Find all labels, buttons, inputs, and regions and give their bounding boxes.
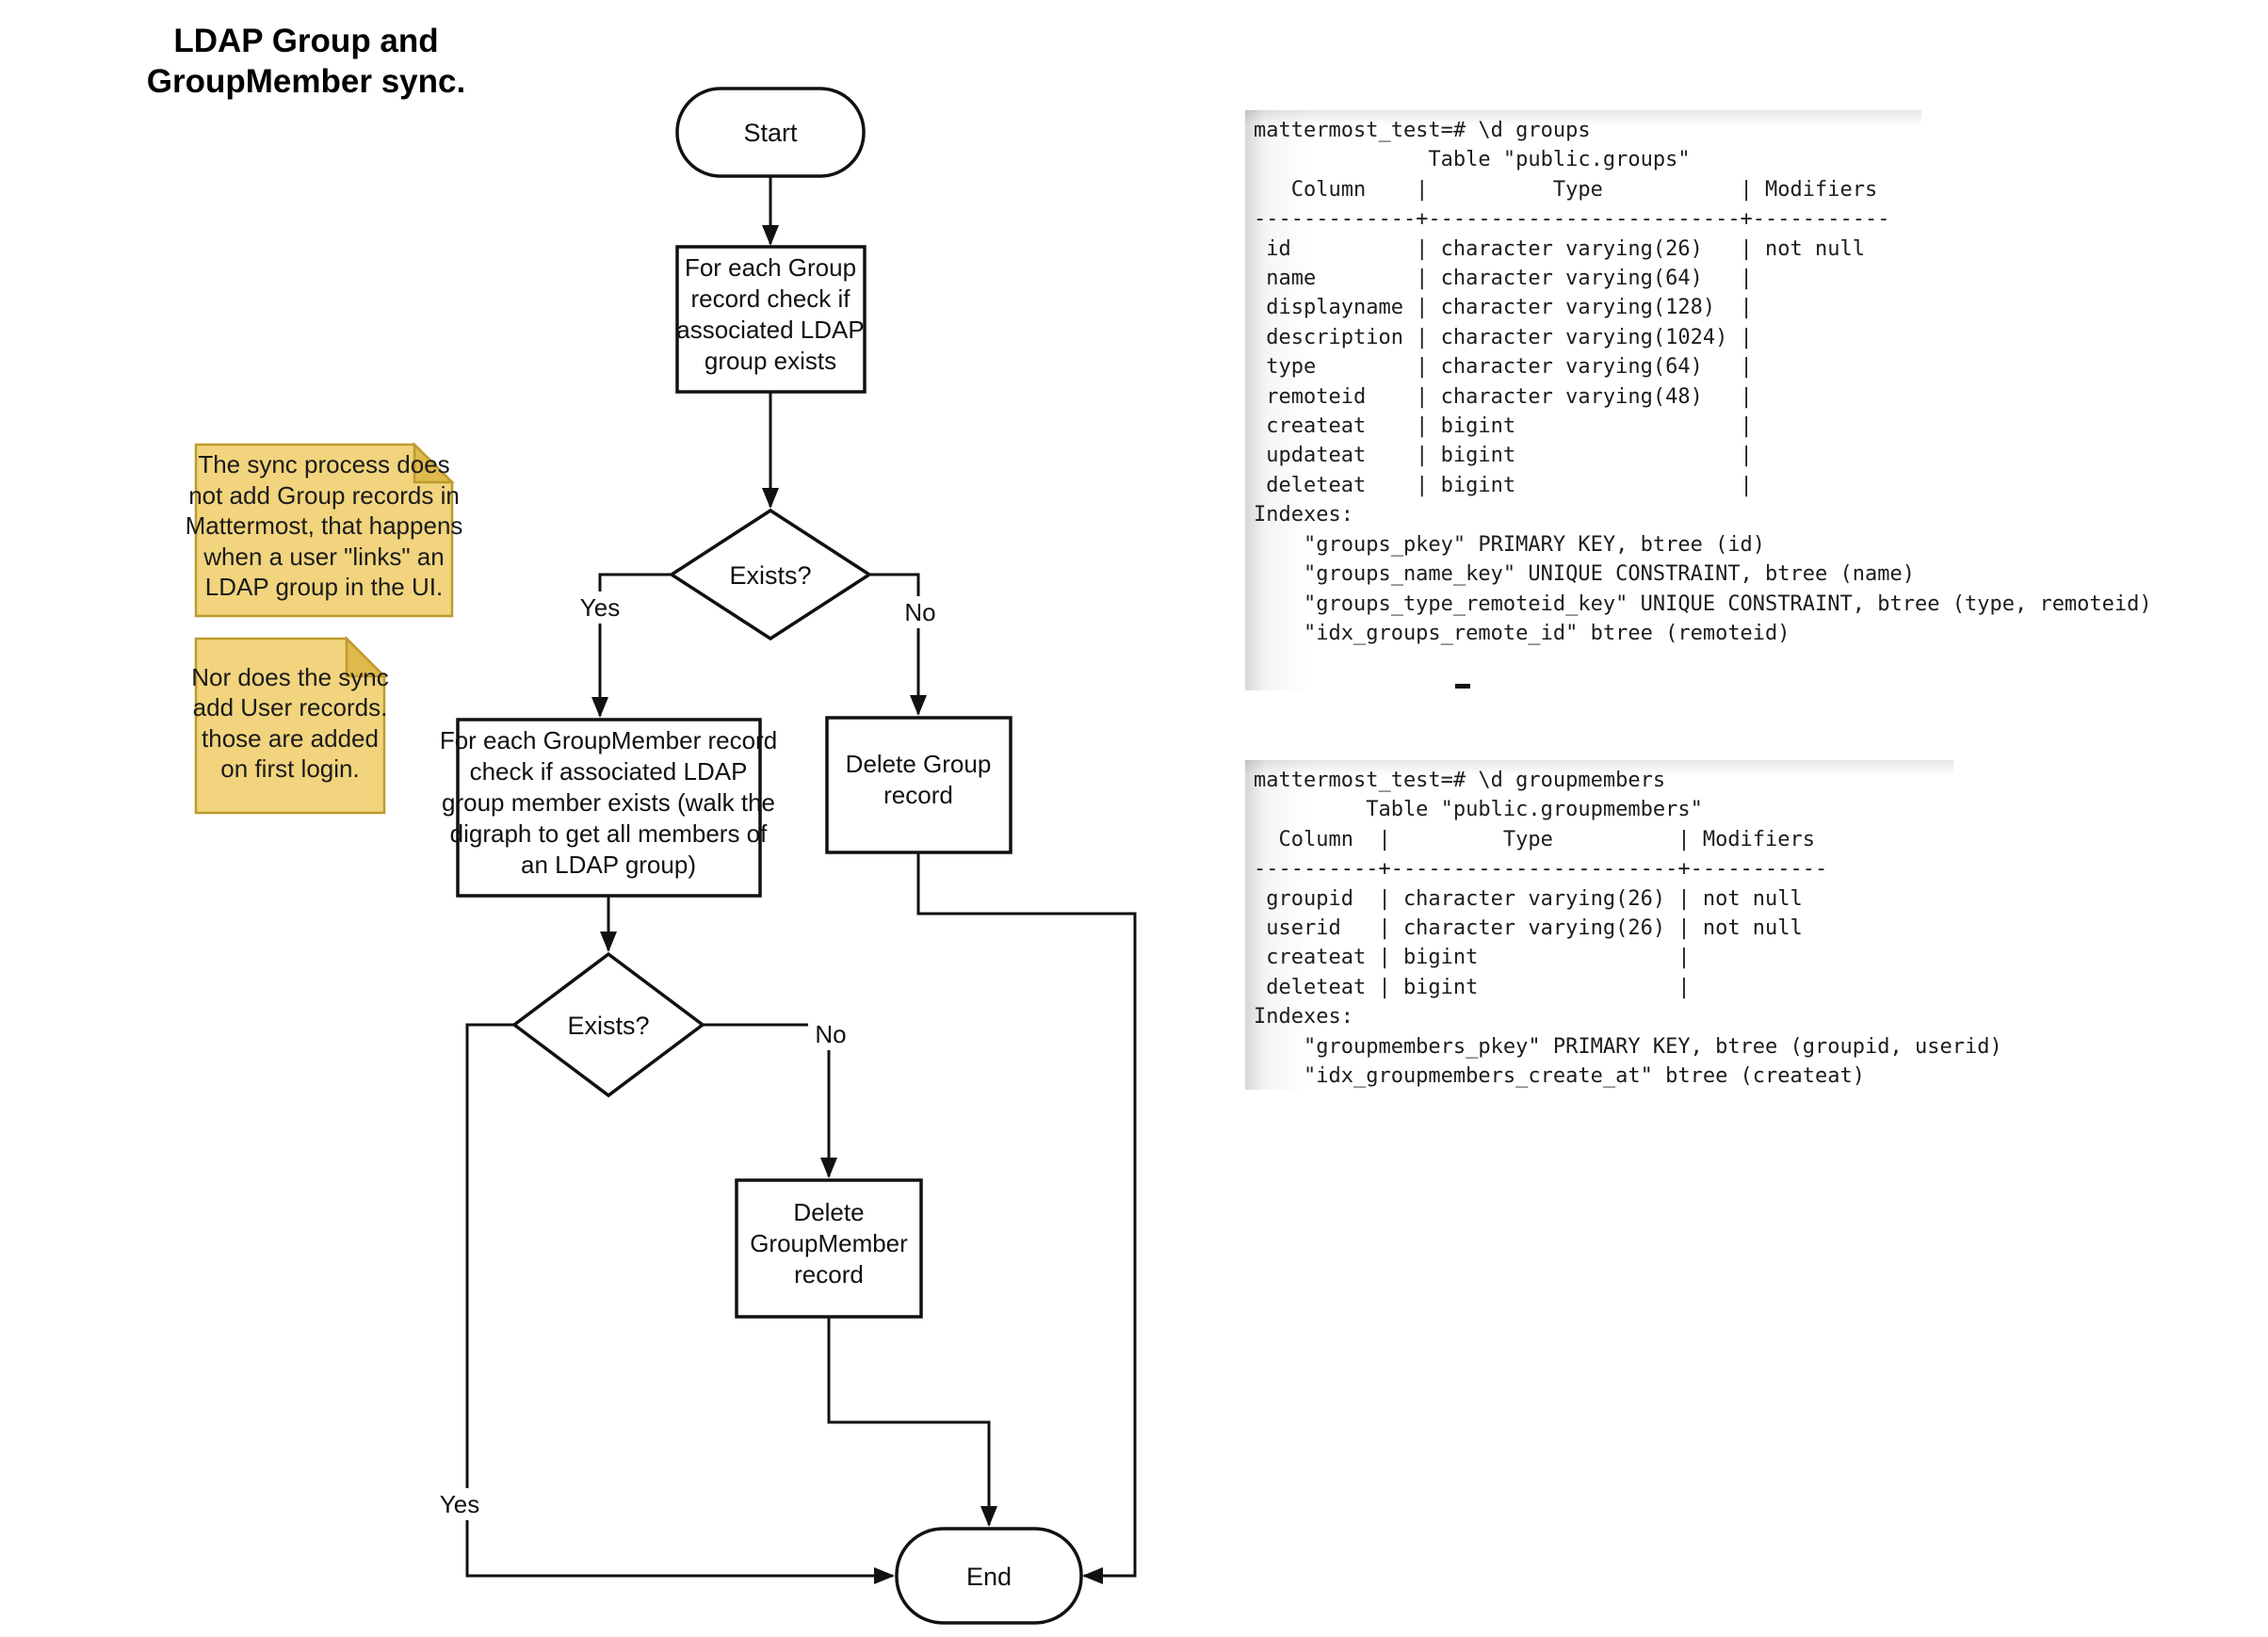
edge-label-bg [898,596,943,628]
svg-text:group member exists (walk the: group member exists (walk the [442,788,775,817]
start-node: Start [675,87,866,178]
edge-label-bg [808,1018,853,1050]
svg-text:GroupMember: GroupMember [750,1229,908,1257]
svg-text:Delete Group: Delete Group [846,750,992,778]
svg-text:Mattermost, that happens: Mattermost, that happens [186,511,463,540]
edge-label-no1: No [898,596,943,628]
process-groupmember-node: For each GroupMember record check if ass… [440,718,777,898]
page-title: LDAP Group and GroupMember sync. [113,21,499,102]
edge-label-no2: No [808,1018,853,1050]
svg-text:when a user "links" an: when a user "links" an [202,543,444,571]
svg-text:associated LDAP: associated LDAP [676,316,864,344]
edge-delete-group-to-end [916,852,1137,1584]
svg-text:No: No [815,1020,846,1048]
terminal-groupmembers-panel: mattermost_test=# \d groupmembers Table … [1245,760,2002,1090]
page-title-line-1: LDAP Group and [173,23,439,59]
svg-text:an LDAP group): an LDAP group) [521,851,696,879]
terminal-groupmembers-text: mattermost_test=# \d groupmembers Table … [1254,769,2002,1089]
edge-decision-group-yes [591,573,672,718]
svg-text:The sync process does: The sync process does [198,450,449,478]
svg-text:record check if: record check if [690,284,850,313]
edge-delete-groupmember-to-end [827,1317,997,1527]
flowchart: Yes No Yes No Start For each Group recor… [186,87,1137,1625]
edge-decision-group-no [869,573,927,716]
delete-group-node: Delete Group record [825,716,1012,854]
decision-group-node: Exists? [668,508,873,641]
note-fold-icon [345,635,388,678]
svg-text:No: No [904,598,935,626]
svg-text:For each Group: For each Group [685,253,856,282]
note-fold-icon [413,441,456,484]
svg-text:record: record [883,781,953,809]
terminal-cursor-dash [1455,684,1470,689]
svg-text:Delete: Delete [793,1198,864,1226]
edge-decision-groupmember-yes [465,1023,895,1584]
process-group-node: For each Group record check if associate… [675,245,867,394]
svg-text:on first login.: on first login. [220,754,359,783]
svg-text:For each GroupMember record: For each GroupMember record [440,726,777,754]
svg-text:Yes: Yes [580,593,620,622]
svg-text:Exists?: Exists? [567,1012,649,1040]
svg-text:record: record [794,1260,864,1289]
decision-groupmember-node: Exists? [511,951,705,1098]
svg-text:add User records.: add User records. [193,693,388,721]
svg-text:group exists: group exists [705,347,836,375]
edge-label-yes1: Yes [575,592,625,624]
edge-label-bg [434,1488,485,1520]
svg-text:Nor does the sync: Nor does the sync [191,663,389,691]
svg-text:not add Group records in: not add Group records in [188,481,460,510]
sticky-note-sync-users: Nor does the sync add User records. thos… [191,635,389,815]
svg-text:Exists?: Exists? [729,561,811,590]
terminal-groups-text: mattermost_test=# \d groups Table "publi… [1254,119,2152,645]
delete-groupmember-node: Delete GroupMember record [735,1178,923,1319]
edge-label-yes2: Yes [434,1488,485,1520]
end-node: End [895,1527,1083,1625]
sticky-note-sync-groups: The sync process does not add Group reco… [186,441,463,618]
svg-text:check if associated LDAP: check if associated LDAP [470,757,748,786]
edge-label-bg [575,592,625,624]
svg-text:those are added: those are added [202,724,379,753]
page-title-line-2: GroupMember sync. [146,63,466,100]
svg-text:Yes: Yes [440,1490,479,1518]
terminal-groups-panel: mattermost_test=# \d groups Table "publi… [1245,110,2152,690]
svg-text:End: End [966,1563,1012,1591]
svg-text:LDAP group in the UI.: LDAP group in the UI. [205,573,443,601]
svg-text:Start: Start [743,119,798,147]
svg-text:digraph to get all members of: digraph to get all members of [450,819,769,848]
